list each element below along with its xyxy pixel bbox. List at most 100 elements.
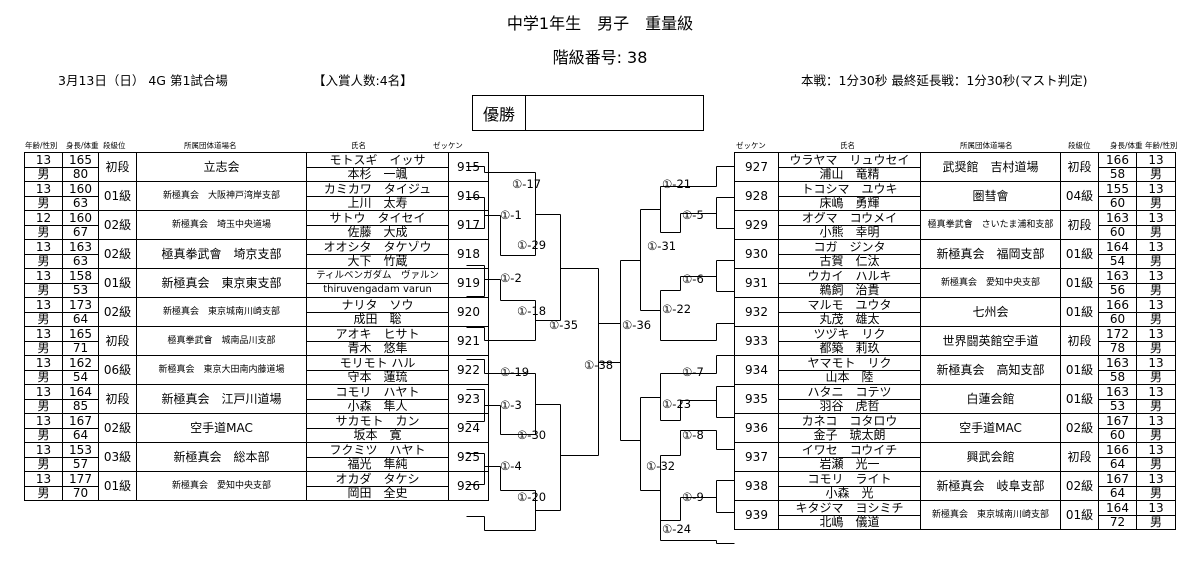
zekken-cell: 937	[734, 442, 779, 472]
header-dojo-left: 所属団体道場名	[184, 141, 237, 150]
dojo-cell: 新極真会 岐阜支部	[920, 471, 1061, 501]
zekken-cell: 934	[734, 355, 779, 385]
match-label-r6: ①-36	[622, 318, 652, 332]
rank-cell: 02級	[98, 297, 137, 327]
zekken-cell: 930	[734, 239, 779, 269]
match-label-r11: ①-9	[682, 490, 704, 504]
rank-cell: 初段	[98, 384, 137, 414]
rank-cell: 02級	[1060, 471, 1099, 501]
zekken-cell: 935	[734, 384, 779, 414]
rank-cell: 初段	[1060, 442, 1099, 472]
zekken-cell: 931	[734, 268, 779, 298]
dojo-cell: 新極真会 東京城南川崎支部	[136, 297, 307, 327]
weight-cell: 72	[1098, 514, 1137, 530]
sex-cell: 男	[24, 166, 63, 182]
dojo-cell: 世界闘英館空手道	[920, 326, 1061, 356]
champion-box: 優勝	[472, 95, 704, 131]
name-kana-cell: カミカワ タイジュ	[306, 181, 449, 197]
weight-cell: 67	[62, 224, 99, 240]
height-cell: 155	[1098, 181, 1137, 197]
weight-cell: 70	[62, 485, 99, 501]
rank-cell: 06級	[98, 355, 137, 385]
rank-cell: 01級	[1060, 268, 1099, 298]
match-label-l1: ①-17	[512, 177, 542, 191]
age-cell: 13	[1136, 181, 1176, 197]
match-label-l3: ①-29	[517, 238, 547, 252]
dojo-cell: 新極真会 東京東支部	[136, 268, 307, 298]
match-label-r10: ①-32	[646, 459, 676, 473]
match-label-r9: ①-8	[682, 428, 704, 442]
dojo-cell: 七州会	[920, 297, 1061, 327]
rank-cell: 03級	[98, 442, 137, 472]
rank-cell: 01級	[1060, 384, 1099, 414]
header-name-right: 氏名	[840, 141, 855, 150]
match-label-r5: ①-22	[662, 302, 692, 316]
header-dojo-right: 所属団体道場名	[960, 141, 1013, 150]
name-kanji-cell: 床嶋 勇輝	[778, 195, 921, 211]
dojo-cell: 空手道MAC	[136, 413, 307, 443]
age-cell: 13	[1136, 239, 1176, 255]
weight-cell: 58	[1098, 166, 1137, 182]
age-cell: 13	[1136, 210, 1176, 226]
match-label-r12: ①-24	[662, 522, 692, 536]
height-cell: 160	[62, 210, 99, 226]
rank-cell: 01級	[1060, 297, 1099, 327]
sex-cell: 男	[1136, 224, 1176, 240]
match-label-r3: ①-31	[647, 239, 677, 253]
header-zekken-left: ゼッケン	[433, 141, 463, 150]
match-label-r7: ①-7	[682, 365, 704, 379]
match-label-r8: ①-23	[662, 397, 692, 411]
date-info: 3月13日（日） 4G 第1試合場	[58, 73, 228, 88]
awardees-info: 【入賞人数:4名】	[313, 73, 413, 88]
header-height-weight-right: 身長/体重	[1110, 141, 1143, 150]
dojo-cell: 新極真会 大阪神戸湾岸支部	[136, 181, 307, 211]
rank-cell: 01級	[98, 268, 137, 298]
header-zekken-right: ゼッケン	[736, 141, 766, 150]
rules-info: 本戦：1分30秒 最終延長戦：1分30秒(マスト判定)	[801, 73, 1088, 88]
weight-cell: 71	[62, 340, 99, 356]
rank-cell: 01級	[98, 471, 137, 501]
header-age-sex-left: 年齢/性別	[25, 141, 58, 150]
zekken-cell: 936	[734, 413, 779, 443]
name-kanji-cell: 上川 太寿	[306, 195, 449, 211]
header-rank-left: 段級位	[103, 141, 126, 150]
weight-cell: 80	[62, 166, 99, 182]
name-kana-cell: トコシマ ユウキ	[778, 181, 921, 197]
sex-cell: 男	[1136, 514, 1176, 530]
match-label-l6: ①-35	[549, 318, 579, 332]
zekken-cell: 924	[448, 413, 489, 443]
header-rank-right: 段級位	[1068, 141, 1091, 150]
zekken-cell: 933	[734, 326, 779, 356]
match-label-l9: ①-30	[517, 428, 547, 442]
zekken-cell: 928	[734, 181, 779, 211]
weight-cell: 63	[62, 195, 99, 211]
header-age-sex-right: 年齢/性別	[1145, 141, 1178, 150]
